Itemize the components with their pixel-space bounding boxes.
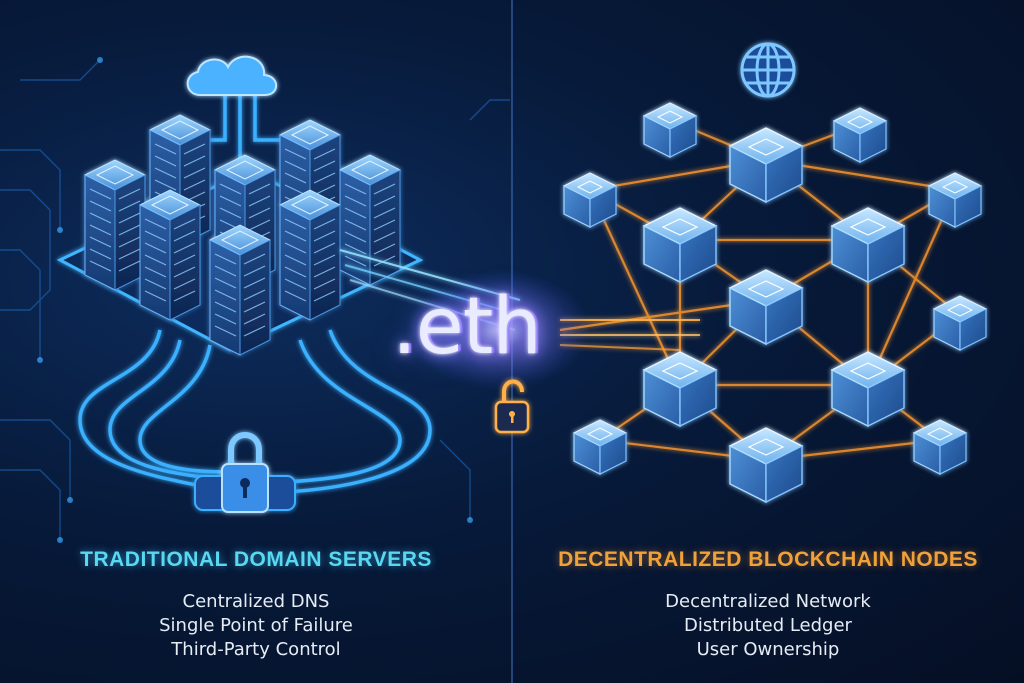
- traditional-item: Third-Party Control: [171, 639, 341, 660]
- circuit-traces-left: [0, 59, 510, 540]
- decentralized-item: Distributed Ledger: [684, 615, 852, 636]
- padlock-icon: [194, 432, 296, 513]
- unlock-icon: [494, 379, 530, 434]
- globe-icon: [740, 42, 796, 98]
- traditional-title: TRADITIONAL DOMAIN SERVERS: [80, 548, 432, 571]
- decentralized-item: User Ownership: [696, 639, 840, 660]
- traditional-caption: TRADITIONAL DOMAIN SERVERS Centralized D…: [0, 548, 512, 662]
- decentralized-caption: DECENTRALIZED BLOCKCHAIN NODES Decentral…: [512, 548, 1024, 662]
- eth-domain-label: .eth: [392, 282, 542, 372]
- traditional-item: Single Point of Failure: [159, 615, 353, 636]
- decentralized-title: DECENTRALIZED BLOCKCHAIN NODES: [558, 548, 978, 571]
- cloud-icon: [186, 55, 278, 96]
- light-burst: [410, 270, 590, 390]
- decentralized-item: Decentralized Network: [665, 591, 871, 612]
- server-rack-icon: [84, 114, 401, 356]
- traditional-item: Centralized DNS: [182, 591, 330, 612]
- blockchain-node-icon: [563, 102, 987, 503]
